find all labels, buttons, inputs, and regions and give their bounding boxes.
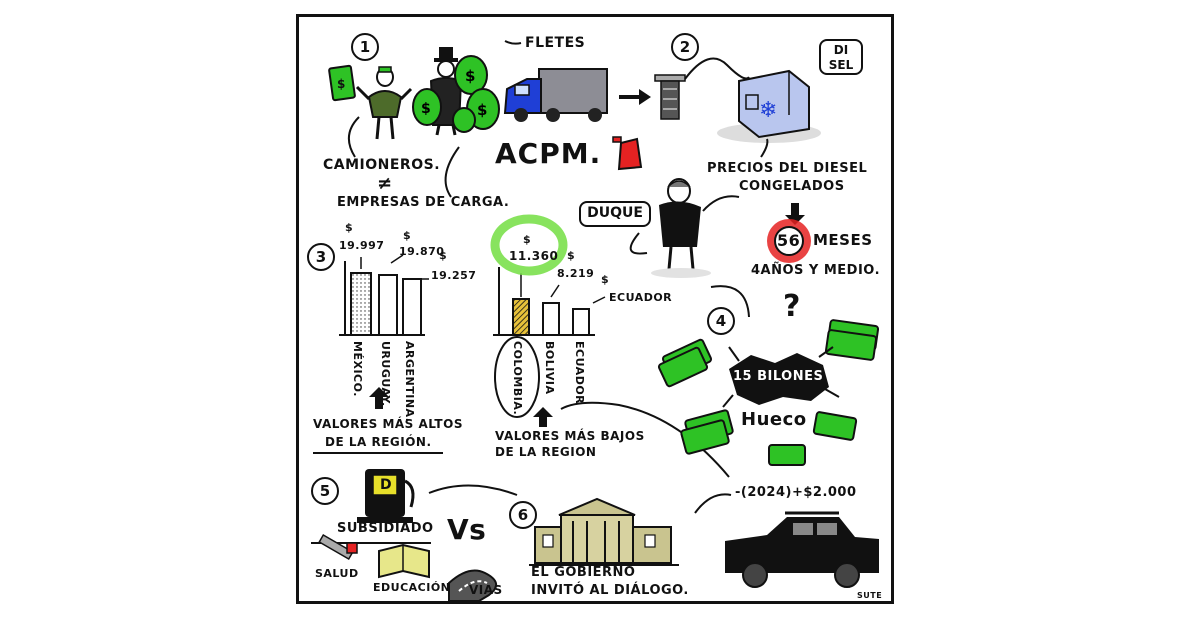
bolivia-currency: $ [567,249,576,262]
fuel-pump-icon [357,469,415,523]
svg-text:$: $ [465,67,475,85]
empresas-label: EMPRESAS DE CARGA. [337,195,510,210]
road-icon [448,569,497,601]
arrow-to-year-note [694,493,732,514]
duque-label: DUQUE [579,201,651,227]
svg-text:$: $ [477,101,487,119]
fuel-nozzle-post-icon [654,57,750,120]
colombia-label: COLOMBIA. [511,341,524,416]
crack-hole-icon [722,346,840,408]
anos-label: 4AÑOS Y MEDIO. [751,263,881,278]
mexico-currency: $ [345,221,354,234]
uruguay-label: URUGUAY. [379,341,392,407]
not-equal-sign: ≠ [377,173,393,194]
artist-signature: SUTE [857,591,883,600]
acpm-label: ACPM. [495,137,602,170]
arrow-up-low-caption [533,407,553,427]
high-caption-line1: VALORES MÁS ALTOS [313,417,463,431]
diesel-badge: DI SEL [819,39,863,75]
section-number-2: 2 [671,33,699,61]
camioneros-label: CAMIONEROS. [323,157,441,173]
high-caption-line2: DE LA REGIÓN. [325,435,432,449]
arrow-empresas [444,146,460,198]
argentina-currency: $ [439,249,448,262]
colombia-price: 11.360 [509,249,559,263]
green-highlight-ellipse [490,214,568,276]
colombia-currency: $ [523,233,532,246]
money-stack-icon [657,319,880,466]
fletes-label: FLETES [525,35,586,51]
section-number-6: 6 [509,501,537,529]
syringe-icon [318,534,358,560]
diesel-badge-line1: DI [833,43,849,57]
diesel-badge-line2: SEL [828,58,854,72]
colombia-highlight-ellipse [494,336,540,418]
svg-text:$: $ [337,77,345,91]
section-number-4: 4 [707,307,735,335]
hueco-label: Hueco [741,409,807,430]
vs-label: Vs [447,513,487,546]
section-number-5: 5 [311,477,339,505]
arrow-to-question [710,285,750,318]
arrow-duque-badge [629,232,648,255]
government-building-icon [529,497,679,566]
low-caption-line1: VALORES MÁS BAJOS [495,429,645,443]
trucker-person-icon [355,66,413,140]
svg-text:❄: ❄ [759,98,777,123]
ecuador-currency: $ [601,273,610,286]
question-mark: ? [783,289,801,324]
svg-text:$: $ [421,101,431,117]
illustration-frame: $ $ $ $ [296,14,894,604]
duque-person-icon [651,178,711,278]
ecuador-label: ECUADOR [573,341,586,405]
arrow-to-pump-from-govt [428,484,518,496]
vias-label: VIAS [469,583,503,597]
uruguay-price: 19.870 [399,245,445,258]
year-note-label: -(2024)+$2.000 [735,485,857,500]
educacion-label: EDUCACIÓN [373,581,451,594]
pickup-truck-icon [725,511,879,588]
arrow-duque-to-precios [702,195,740,212]
arrow-to-precios [760,138,769,158]
gobierno-line2: INVITÓ AL DIÁLOGO. [531,583,689,598]
subsidiado-label: SUBSIDIADO [337,521,434,536]
money-bill-icon: $ [328,64,356,102]
meses-label: MESES [813,231,873,249]
gobierno-line1: EL GOBIERNO [531,565,636,580]
bolivia-label: BOLIVIA [543,341,556,395]
book-icon [378,543,430,579]
pump-letter: D [380,477,393,493]
argentina-label: ARGENTINA. [403,341,416,423]
section-number-3: 3 [307,243,335,271]
precios-line1: PRECIOS DEL DIESEL [707,161,868,176]
low-caption-line2: DE LA REGION [495,445,597,459]
section-number-1: 1 [351,33,379,61]
money-bags-icon: $ $ $ [412,55,500,133]
high-values-chart [339,254,429,336]
frozen-ice-cube-icon: ❄ [717,69,821,143]
arrow-to-fletes [504,40,522,45]
arrow-camioneros [348,116,360,158]
meses-number: 56 [777,231,801,250]
mexico-label: MÉXICO. [351,341,364,397]
ecuador-price-label: ECUADOR [609,291,673,304]
arrow-up-high-caption [369,387,389,409]
arrow-to-pump [619,89,651,105]
bolivia-price: 8.219 [557,267,595,280]
billones-label: 15 BILONES [733,369,824,384]
uruguay-currency: $ [403,229,412,242]
mexico-price: 19.997 [339,239,385,252]
salud-label: SALUD [315,567,359,580]
fuel-can-icon [612,136,643,171]
low-values-chart [493,267,606,336]
illustration-art: $ $ $ $ [311,40,880,601]
argentina-price: 19.257 [431,269,477,282]
precios-line2: CONGELADOS [739,179,845,194]
blue-truck-icon [503,68,608,122]
